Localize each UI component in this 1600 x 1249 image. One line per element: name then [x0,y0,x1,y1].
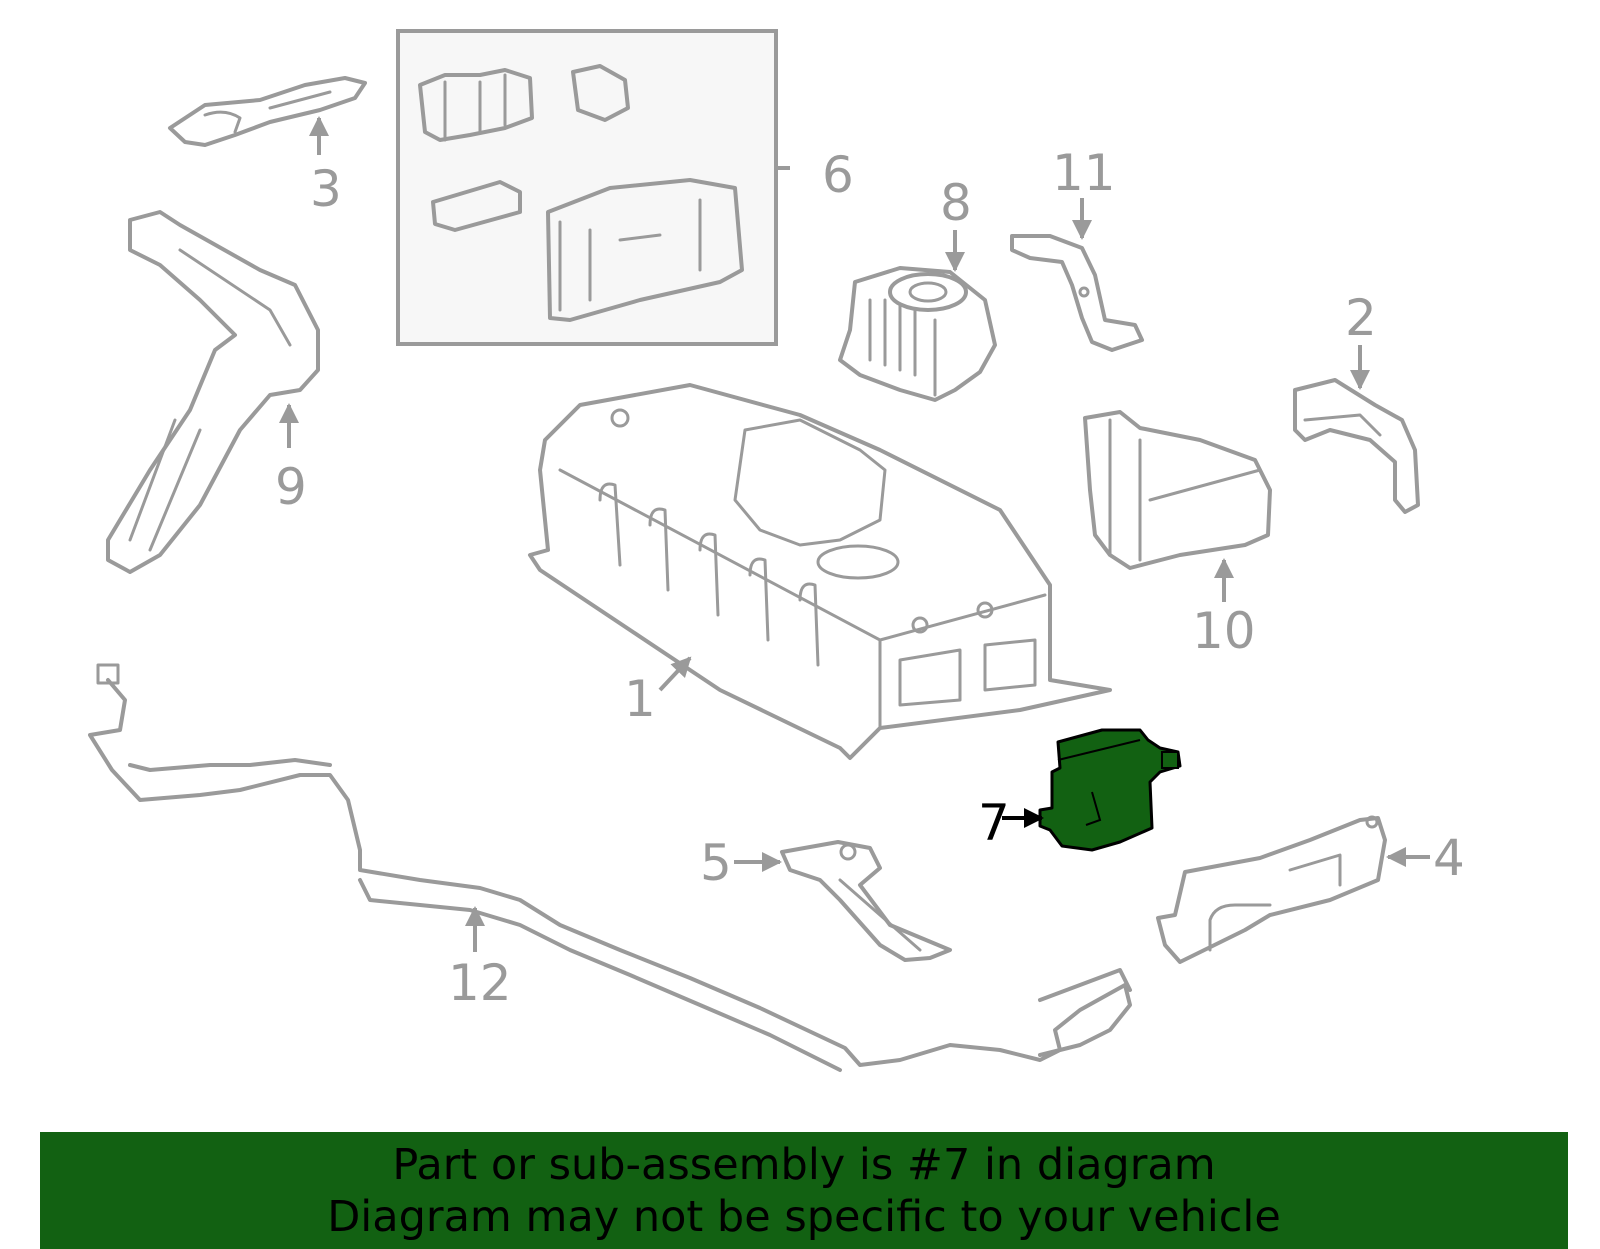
part-12-wire-harness[interactable] [88,663,1132,1072]
part-11-bracket[interactable] [1010,234,1144,352]
banner-line-2: Diagram may not be specific to your vehi… [327,1191,1281,1242]
callout-6: 6 [822,146,854,204]
callout-12: 12 [448,954,512,1012]
callout-2: 2 [1345,289,1377,347]
callout-9: 9 [275,458,307,516]
part-2-bracket[interactable] [1293,378,1420,514]
part-4-bracket[interactable] [1156,815,1387,964]
banner-line-1: Part or sub-assembly is #7 in diagram [392,1139,1216,1190]
callout-5: 5 [700,834,732,892]
callout-1: 1 [624,670,656,728]
part-3-bracket[interactable] [168,76,367,147]
callout-8: 8 [940,174,972,232]
info-banner: Part or sub-assembly is #7 in diagram Di… [40,1132,1568,1249]
callout-3: 3 [310,160,342,218]
part-5-bracket[interactable] [780,840,952,962]
part-9-duct-arm[interactable] [106,210,320,574]
part-6-relay-kit[interactable] [396,29,778,346]
part-7-module-highlighted[interactable] [1038,728,1182,852]
part-10-cover[interactable] [1083,410,1272,570]
callout-4: 4 [1433,829,1465,887]
callout-7: 7 [978,794,1010,852]
callout-10: 10 [1192,602,1256,660]
part-8-blower-fan[interactable] [838,266,997,402]
part-1-battery-assembly[interactable] [528,383,1112,760]
callout-1-arrow [658,656,692,692]
callout-11: 11 [1052,144,1116,202]
